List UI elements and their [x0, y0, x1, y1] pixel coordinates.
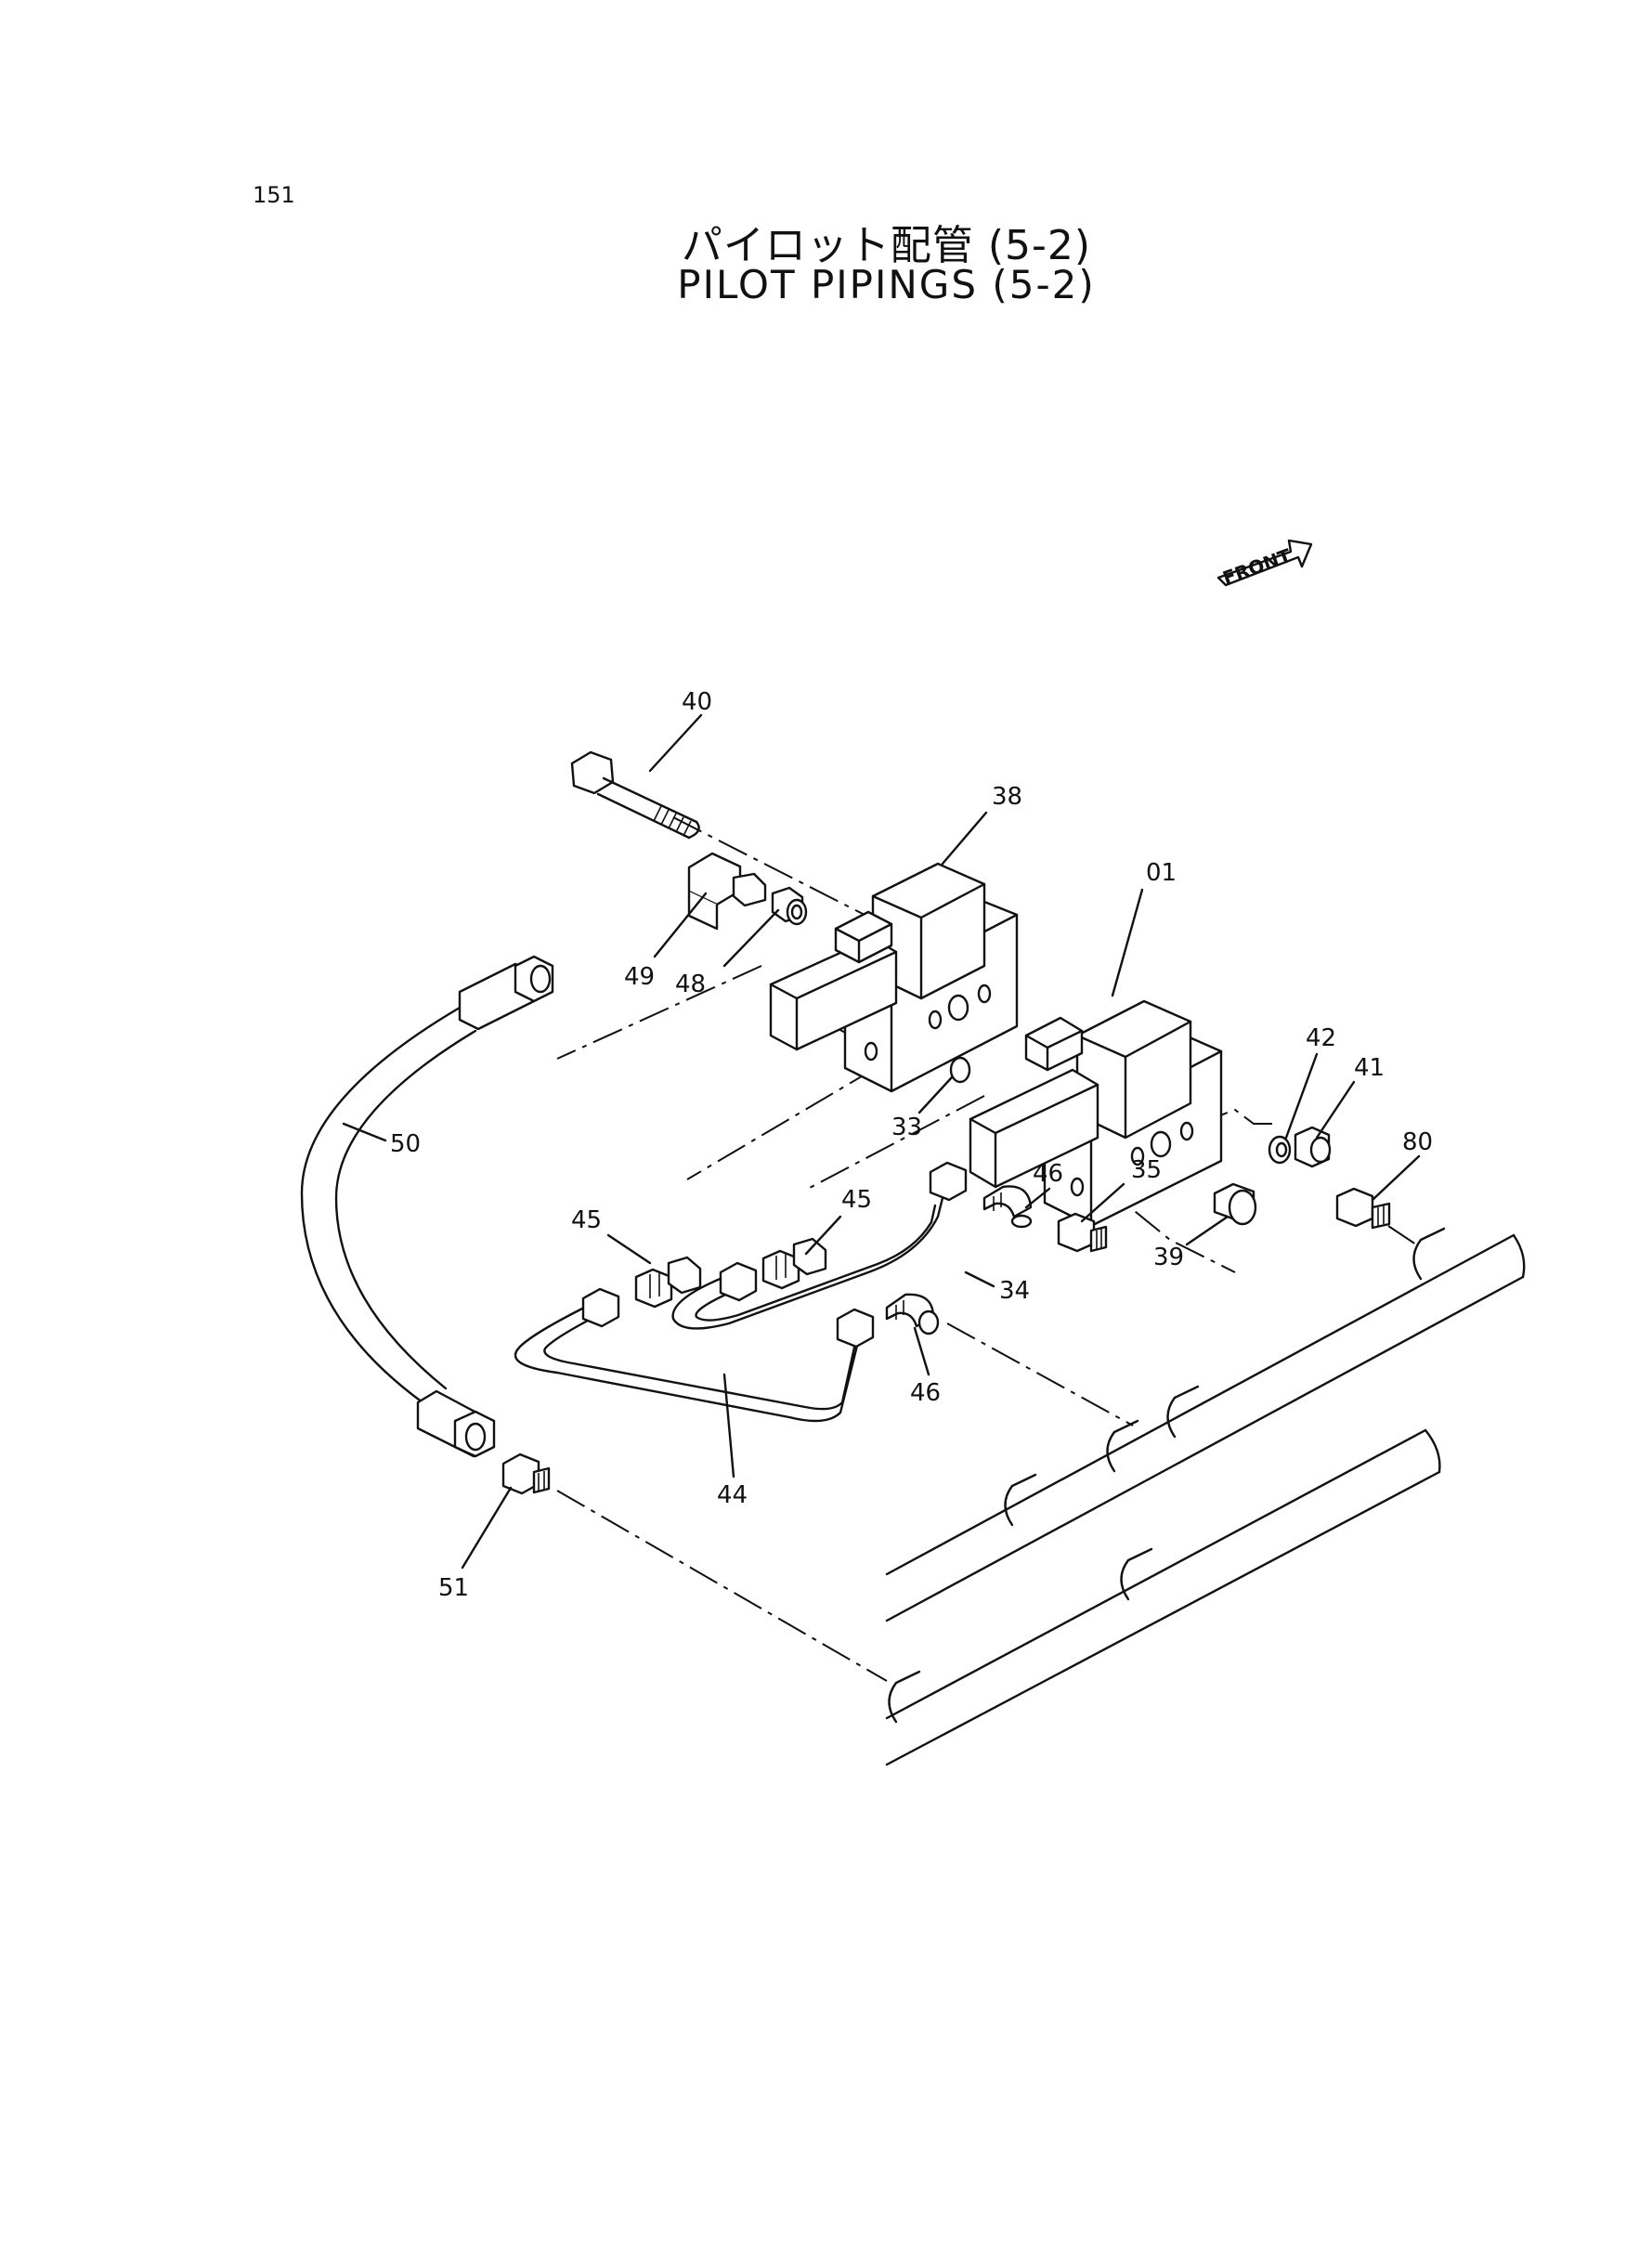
callout-44: 44 [717, 1481, 748, 1509]
elbow-fitting-49 [687, 852, 767, 931]
adapter-45-left [634, 1256, 702, 1309]
callout-46-upper: 46 [1033, 1160, 1063, 1188]
title-english: PILOT PIPINGS (5-2) [677, 262, 1096, 307]
plug-39 [1213, 1182, 1257, 1226]
callout-labels: 40 38 01 49 48 33 42 41 50 45 45 46 35 8… [390, 688, 1433, 1602]
adapter-80 [1335, 1187, 1391, 1230]
callout-33: 33 [891, 1114, 922, 1141]
front-arrow-icon: FRONT [1216, 539, 1313, 590]
callout-40: 40 [682, 688, 712, 716]
callout-41: 41 [1354, 1054, 1385, 1082]
callout-35: 35 [1131, 1156, 1162, 1184]
callout-49: 49 [624, 963, 655, 991]
front-arrow-label: FRONT [1220, 544, 1294, 590]
solenoid-valve-38 [769, 862, 1019, 1093]
washer-42 [1268, 1135, 1292, 1165]
callout-48: 48 [675, 971, 706, 998]
frame-rails [885, 1227, 1526, 1766]
adapter-35 [1057, 1212, 1108, 1253]
callout-45-right: 45 [841, 1186, 872, 1214]
bolt-40 [570, 750, 700, 840]
callout-46-lower: 46 [910, 1379, 941, 1407]
pipe-34 [671, 1161, 968, 1330]
solenoid-valve-01 [969, 999, 1223, 1228]
callout-38: 38 [992, 783, 1022, 811]
callout-51: 51 [438, 1574, 469, 1602]
callout-45-left: 45 [571, 1206, 602, 1234]
adapter-48 [771, 886, 808, 926]
callout-01: 01 [1146, 859, 1177, 887]
adapter-51 [501, 1453, 551, 1495]
hose-50 [300, 955, 554, 1458]
callout-50: 50 [390, 1130, 421, 1158]
callout-34: 34 [999, 1277, 1030, 1305]
leader-lines [342, 713, 1421, 1570]
callout-39: 39 [1153, 1244, 1184, 1271]
pipe-44 [514, 1287, 875, 1423]
elbow-fitting-46-upper [982, 1185, 1033, 1229]
callout-80: 80 [1402, 1128, 1433, 1156]
o-ring-33 [949, 1056, 971, 1084]
page-number: 151 [253, 182, 295, 208]
title-japanese: パイロット配管 (5-2) [681, 222, 1092, 269]
adapter-45-right [761, 1237, 827, 1290]
nut-41 [1294, 1126, 1332, 1168]
callout-42: 42 [1306, 1024, 1336, 1052]
elbow-fitting-46-lower [885, 1293, 940, 1335]
